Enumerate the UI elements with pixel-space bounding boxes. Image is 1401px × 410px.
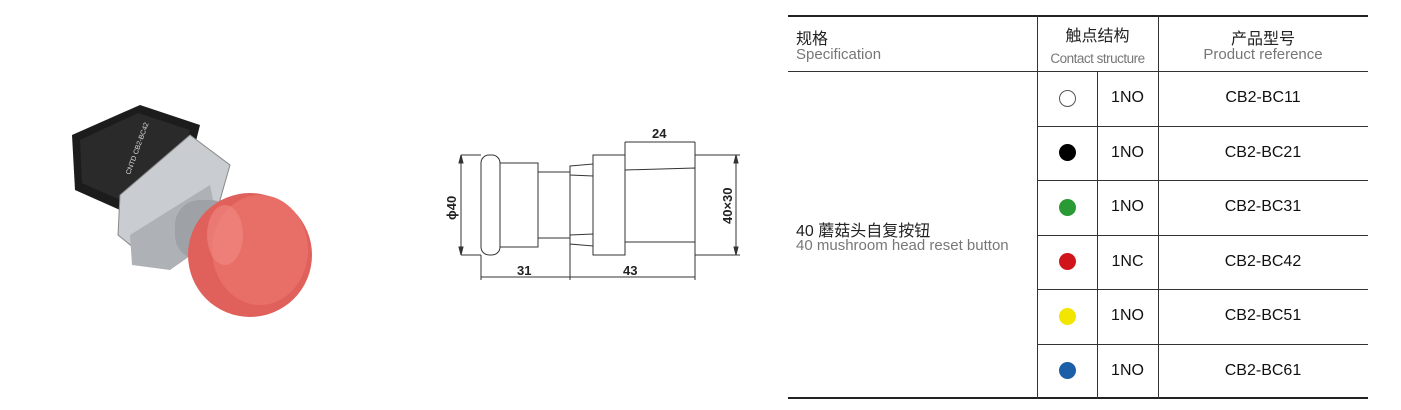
table-row-contact: 1NO [1111,307,1144,324]
table-row-ref: CB2-BC11 [1225,89,1301,106]
header-contact-en: Contact structure [1050,51,1145,66]
table-row-color [1037,71,1097,125]
table-row-contact: 1NC [1111,252,1144,270]
table-row-ref: CB2-BC61 [1224,361,1302,379]
header-ref-en: Product reference [1203,46,1323,63]
color-dot-icon [1058,144,1076,161]
dim-diameter: ϕ40 [444,196,459,220]
product-name-en: 40 mushroom head reset button [796,237,1009,254]
table-row-ref: CB2-BC21 [1224,143,1302,161]
header-spec-en: Specification [796,46,882,63]
dim-31: 31 [517,263,531,278]
dim-24: 24 [652,126,667,141]
header-contact-zh: 触点结构 [1065,28,1130,45]
table-row-ref: CB2-BC51 [1224,307,1302,324]
row-divider [1037,234,1368,236]
dim-size: 40×30 [720,187,735,224]
color-dot-icon [1058,362,1076,379]
row-divider [1037,125,1368,127]
product-photo: CNTD CB2-BC42 [72,105,312,317]
color-dot-icon [1058,89,1076,107]
row-divider [1037,289,1368,290]
product-name-zh: 40 蘑菇头自复按钮 [796,223,931,240]
table-row-color [1037,289,1097,343]
row-divider [1037,343,1368,345]
color-dot-icon [1058,307,1076,325]
table-row-contact: 1NO [1111,143,1144,161]
table-row-contact: 1NO [1111,361,1144,379]
dimension-drawing: 24 31 43 ϕ40 40×30 [444,126,740,280]
table-row-ref: CB2-BC42 [1224,252,1302,270]
color-dot-icon [1058,198,1076,216]
table-row-color [1037,344,1097,398]
table-row-color [1037,180,1097,234]
color-dot-icon [1058,253,1076,270]
dim-43: 43 [623,263,637,278]
table-row-contact: 1NO [1111,89,1144,106]
table-row-color [1037,235,1097,289]
header-spec-zh: 规格 [796,31,829,48]
table-row-color [1037,126,1097,180]
table-row-ref: CB2-BC31 [1224,198,1302,215]
table-row-contact: 1NO [1111,198,1144,215]
header-ref-zh: 产品型号 [1230,31,1295,48]
row-divider [1037,180,1368,181]
